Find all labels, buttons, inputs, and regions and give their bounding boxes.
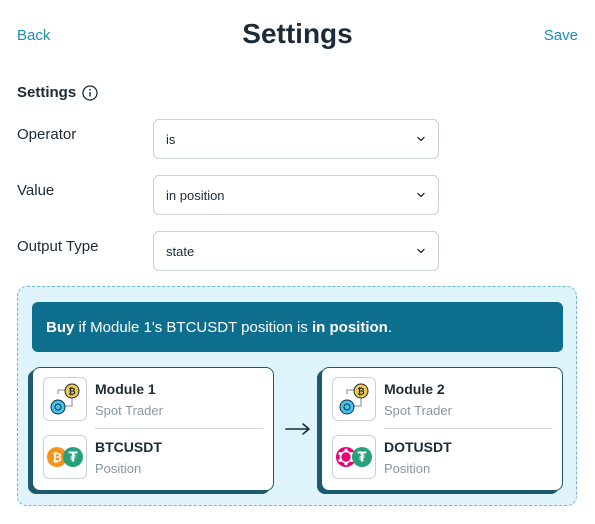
module-1-card[interactable]: ₿ Module 1 Spot Trader ₿ ₮ B — [32, 367, 274, 491]
chevron-down-icon — [417, 248, 425, 254]
spot-trader-module-icon: ₿ — [332, 377, 376, 421]
settings-section-header: Settings — [17, 84, 98, 101]
pair-row: ₿ ₮ BTCUSDT Position — [43, 430, 263, 484]
svg-text:₿: ₿ — [357, 387, 364, 398]
module-subtitle: Spot Trader — [95, 402, 163, 418]
chevron-down-icon — [417, 192, 425, 198]
value-label: Value — [17, 182, 55, 199]
banner-end: . — [387, 318, 393, 336]
rule-preview: Buy if Module 1's BTCUSDT position is in… — [17, 286, 577, 506]
svg-text:₮: ₮ — [357, 451, 366, 466]
banner-state: in position — [312, 318, 388, 336]
svg-text:₿: ₿ — [68, 387, 75, 398]
pair-title: BTCUSDT — [95, 438, 162, 455]
operator-label: Operator — [17, 126, 77, 143]
svg-text:₮: ₮ — [68, 451, 77, 466]
svg-text:₿: ₿ — [52, 451, 62, 465]
pair-subtitle: Position — [95, 460, 142, 476]
info-icon[interactable] — [82, 84, 98, 101]
pair-title: DOTUSDT — [384, 438, 452, 455]
banner-action: Buy — [46, 318, 75, 336]
banner-condition: if Module 1's BTCUSDT position is — [74, 318, 313, 336]
page-title: Settings — [242, 18, 353, 49]
module-row: ₿ Module 1 Spot Trader — [43, 372, 263, 426]
module-2-card[interactable]: ₿ Module 2 Spot Trader — [321, 367, 563, 491]
back-button[interactable]: Back — [17, 27, 51, 44]
output-type-value: state — [166, 243, 195, 259]
section-title: Settings — [17, 84, 77, 101]
module-row: ₿ Module 2 Spot Trader — [332, 372, 552, 426]
pair-row: ₮ DOTUSDT Position — [332, 430, 552, 484]
btc-usdt-pair-icon: ₿ ₮ — [43, 435, 87, 479]
operator-select[interactable]: is — [153, 119, 439, 159]
output-type-select[interactable]: state — [153, 231, 439, 271]
operator-value: is — [166, 131, 176, 147]
module-subtitle: Spot Trader — [384, 402, 452, 418]
module-title: Module 1 — [95, 380, 156, 397]
value-value: in position — [166, 187, 225, 203]
module-title: Module 2 — [384, 380, 445, 397]
arrow-right-icon — [285, 423, 310, 435]
divider — [384, 428, 552, 429]
save-button[interactable]: Save — [543, 27, 578, 44]
output-type-label: Output Type — [17, 238, 99, 255]
divider — [95, 428, 263, 429]
spot-trader-module-icon: ₿ — [43, 377, 87, 421]
rule-summary-banner: Buy if Module 1's BTCUSDT position is in… — [32, 302, 563, 352]
top-bar: Back Settings Save — [0, 0, 595, 70]
dot-usdt-pair-icon: ₮ — [332, 435, 376, 479]
pair-subtitle: Position — [384, 460, 431, 476]
chevron-down-icon — [417, 136, 425, 142]
value-select[interactable]: in position — [153, 175, 439, 215]
